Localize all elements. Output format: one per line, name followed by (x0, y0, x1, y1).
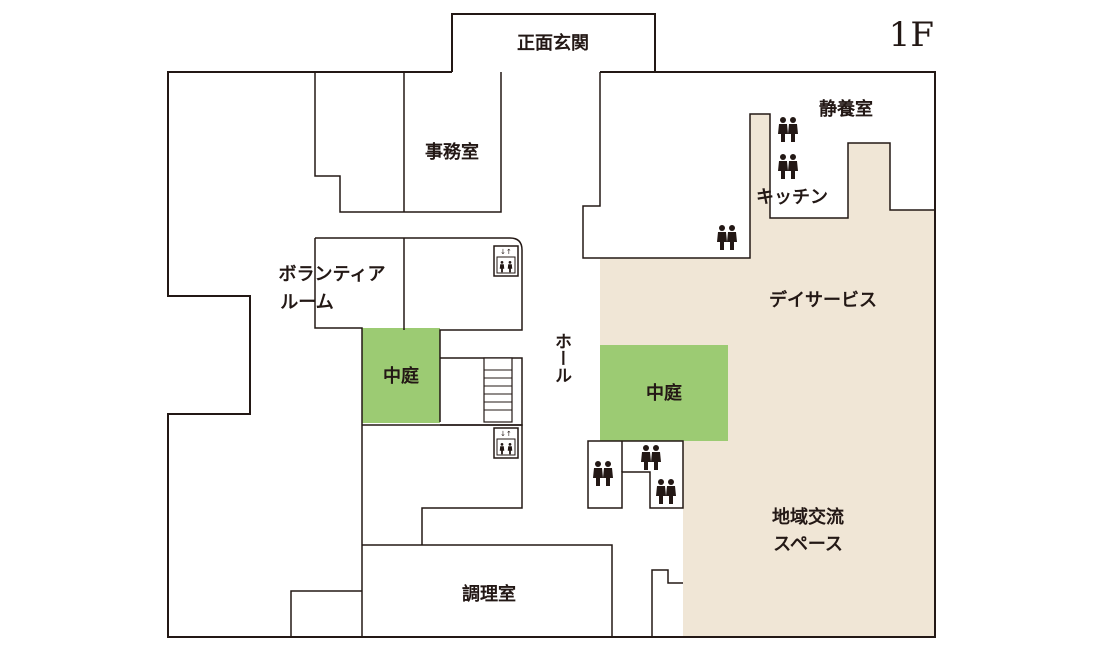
room-label-hall: ホール (551, 333, 572, 384)
stairs-icon (484, 369, 512, 411)
floor-label: 1F (889, 15, 934, 55)
restroom-icon (641, 445, 661, 470)
outer-wall-right (600, 71, 936, 638)
restroom-icon (778, 117, 798, 142)
room-label-kitchen: キッチン (756, 187, 828, 208)
room-label-courtyard-left: 中庭 (383, 365, 419, 387)
wall-lower-left (362, 424, 523, 545)
courtyard-left (362, 328, 440, 423)
restroom-icon (717, 225, 737, 250)
room-label-office: 事務室 (425, 141, 479, 163)
restroom-icon (656, 479, 676, 504)
elevator-icon: ↓↑ (493, 427, 519, 459)
wall-cooking (362, 544, 613, 637)
outer-wall-left (167, 71, 683, 638)
wall-quiet-room (582, 72, 935, 259)
room-label-community-2: スペース (773, 534, 843, 555)
wall-cooking-left (290, 545, 363, 637)
room-label-entrance: 正面玄関 (517, 32, 589, 54)
svg-text:↓↑: ↓↑ (500, 430, 512, 438)
wall-volunteer (315, 237, 523, 422)
wall-restroom-cluster (587, 440, 684, 509)
svg-text:↓↑: ↓↑ (500, 248, 512, 256)
elevator-icon: ↓↑ (493, 245, 519, 277)
room-label-community-1: 地域交流 (772, 506, 844, 528)
entrance-box (451, 13, 656, 72)
room-label-courtyard-right: 中庭 (646, 382, 682, 404)
room-label-quiet-room: 静養室 (819, 98, 873, 120)
room-label-day-service: デイサービス (769, 289, 877, 311)
wall-office-top (314, 72, 502, 213)
courtyard-right (600, 345, 728, 441)
wall-small-alcove (651, 569, 683, 637)
room-label-volunteer-2: ルーム (280, 292, 333, 313)
room-label-cooking: 調理室 (462, 583, 516, 605)
wall-volunteer-2 (314, 238, 363, 545)
stairs (483, 357, 513, 423)
restroom-icon (778, 154, 798, 179)
restroom-icon (593, 461, 613, 486)
room-label-volunteer-1: ボランティア (279, 264, 386, 285)
